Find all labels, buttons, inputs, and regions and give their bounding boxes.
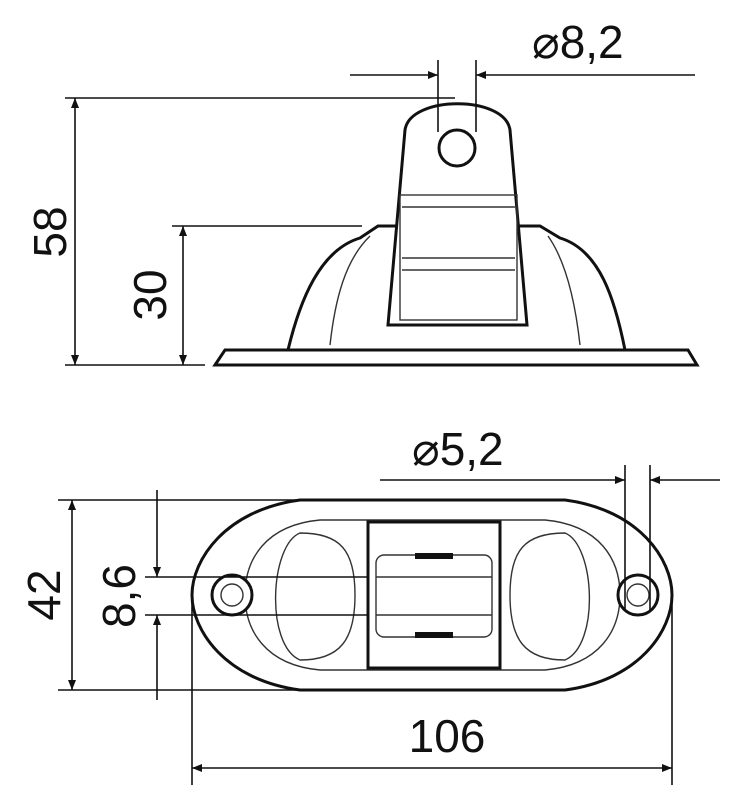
center-block [366,520,502,670]
side-view: ⌀8,2 58 30 [24,16,700,367]
dim-eye-hole-diameter: ⌀8,2 [532,16,624,68]
dim-length: 106 [409,710,486,762]
top-view: ⌀5,2 42 8,6 106 [18,423,720,785]
base-plate [212,348,700,367]
dim-body-height: 30 [124,269,176,320]
mount-hole-right [616,573,660,617]
mount-hole-left [210,573,254,617]
dim-width: 42 [18,569,70,620]
eye-hole [437,128,477,168]
dim-mount-hole-diameter: ⌀5,2 [412,423,504,475]
dim-total-height: 58 [24,206,76,257]
dim-slot-width: 8,6 [93,564,145,628]
